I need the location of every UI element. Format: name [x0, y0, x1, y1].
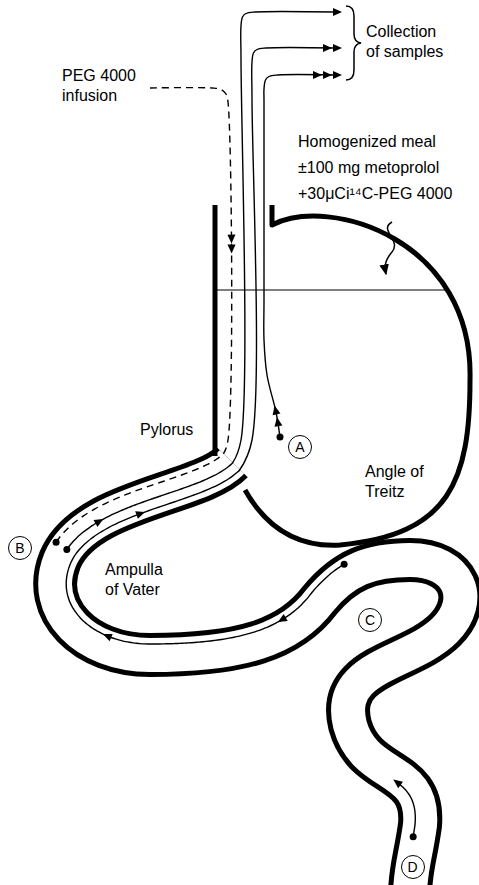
part-label: Pylorus	[140, 420, 193, 440]
stomach-fill	[215, 205, 470, 545]
part-label: Collection of samples	[366, 22, 451, 62]
flow-arrowhead	[323, 44, 332, 52]
site-circle: A	[288, 435, 312, 459]
part-label: PEG 4000 infusion	[62, 66, 144, 106]
flow-arrowhead	[101, 630, 112, 641]
flow-arrowhead	[271, 405, 281, 416]
part-label: Homogenized meal	[298, 132, 436, 152]
site-letter: D	[407, 859, 417, 875]
flow-arrowhead	[227, 235, 235, 244]
infusion-tube	[56, 88, 232, 543]
intestine-lumen	[55, 462, 460, 885]
meal-level-line	[217, 289, 446, 290]
site-letter: B	[15, 540, 24, 556]
site-letter: A	[295, 439, 304, 455]
esophagus-wall	[213, 205, 218, 456]
tube-tip-dot	[410, 833, 417, 840]
tube-tip-dot	[53, 539, 60, 546]
flow-arrowhead	[94, 516, 106, 527]
flow-arrowhead	[333, 44, 342, 52]
meal-pointer	[385, 222, 394, 274]
collection-brace	[346, 6, 361, 80]
flow-arrowhead	[228, 245, 236, 254]
sampling-tube-a	[264, 75, 336, 437]
tube-tip-dot	[63, 546, 70, 553]
flow-arrowhead	[313, 71, 322, 79]
site-circle: B	[8, 536, 32, 560]
site-letter: C	[365, 612, 375, 628]
part-label: Ampulla of Vater	[105, 560, 175, 600]
part-label: ±100 mg metoprolol	[298, 158, 439, 178]
flow-arrowhead	[323, 71, 332, 79]
tube-tip-dot	[277, 434, 284, 441]
sampling-tube-d	[394, 780, 415, 837]
part-label: Angle of Treitz	[365, 462, 440, 502]
flow-arrowhead	[333, 8, 342, 16]
intestine-wall	[55, 462, 460, 885]
flow-arrowhead	[135, 508, 146, 519]
tube-tip-dot	[341, 561, 348, 568]
flow-arrowhead	[333, 71, 342, 79]
flow-arrowhead	[273, 417, 282, 427]
sampling-tubes	[53, 8, 417, 840]
site-circle: D	[401, 855, 425, 879]
flow-arrowhead	[391, 776, 403, 788]
part-label: +30μCi¹⁴C-PEG 4000	[298, 184, 452, 204]
stomach-wall	[245, 205, 470, 545]
flow-arrowhead	[276, 614, 288, 625]
site-circle: C	[358, 608, 382, 632]
